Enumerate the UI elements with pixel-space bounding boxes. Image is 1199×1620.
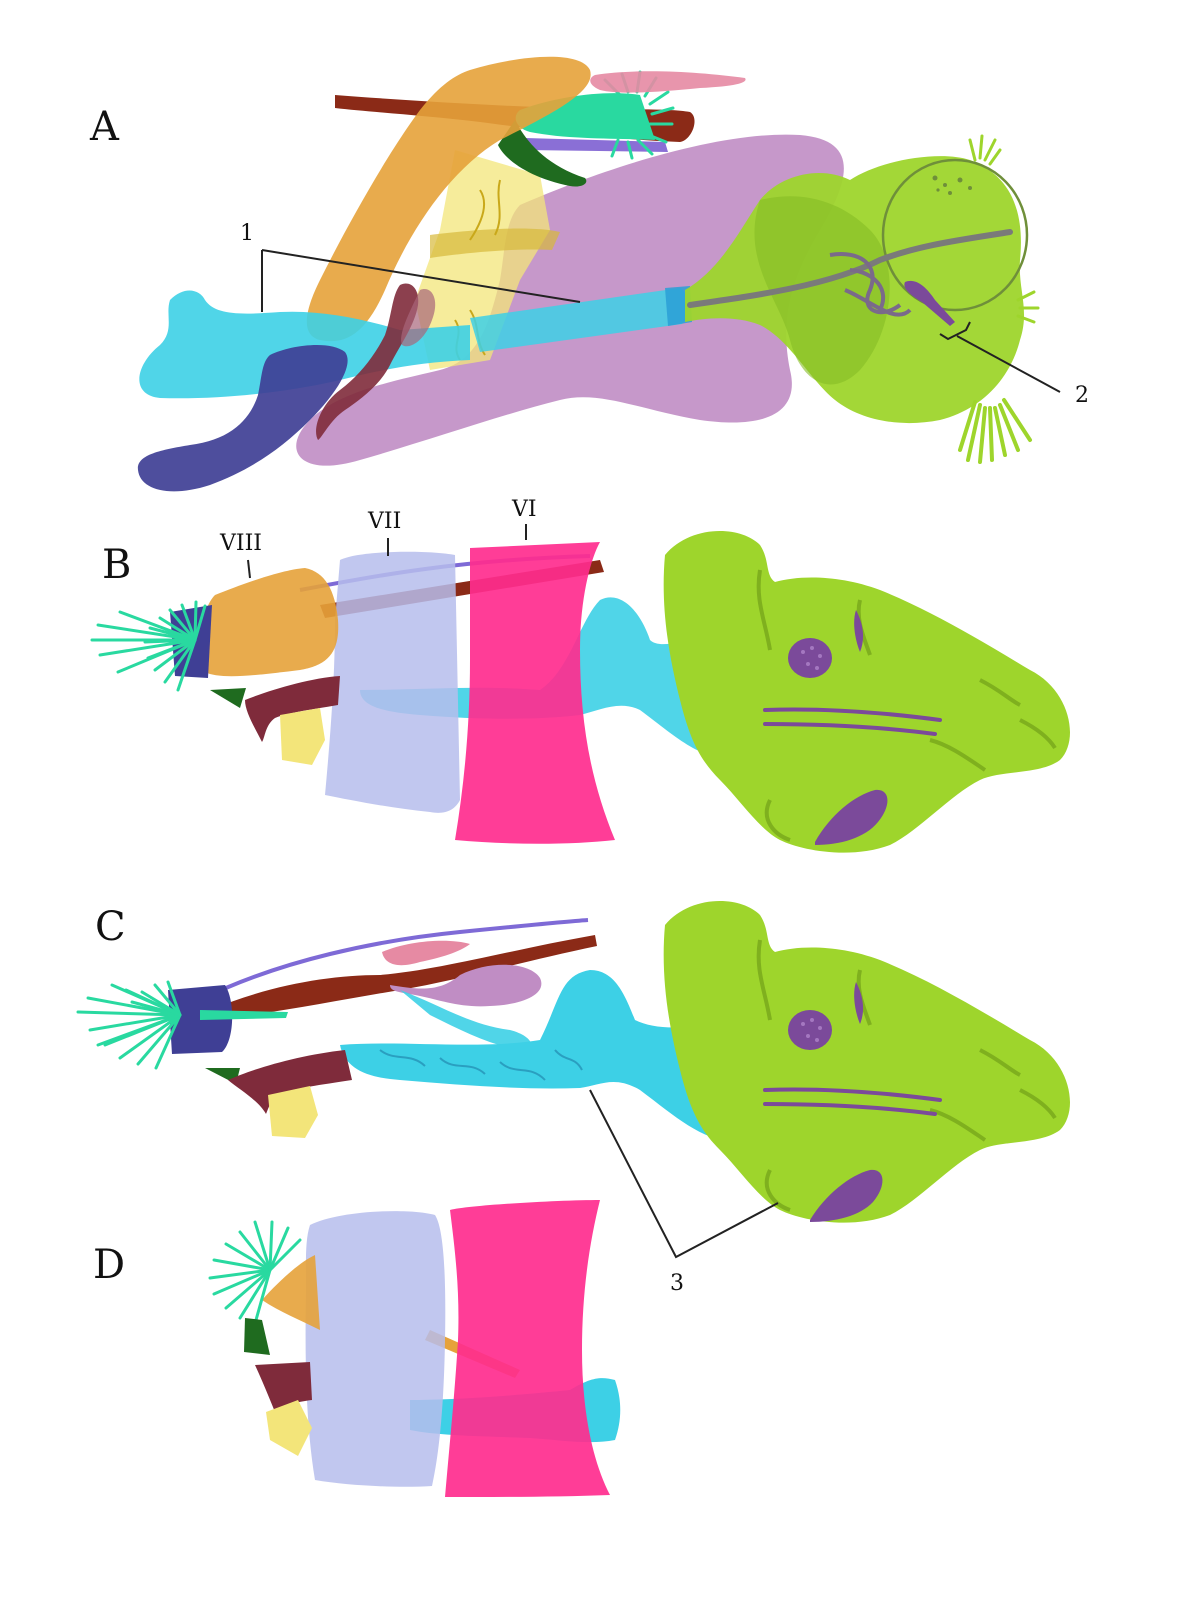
pink-lobe-a [590, 71, 746, 93]
yellow-piece-d [266, 1400, 312, 1456]
segment-viii-b [201, 568, 339, 677]
yellow-region-a [415, 150, 550, 370]
dark-green-piece-d [244, 1318, 270, 1355]
cyan-branches-c [400, 990, 531, 1050]
callout-leader-1 [261, 249, 581, 312]
callout-label-3: 3 [670, 1271, 684, 1296]
purple-gland-c [788, 1010, 832, 1050]
panel-b: B [90, 497, 1070, 853]
callout-label-1: 1 [240, 221, 254, 246]
dark-green-piece-b [210, 688, 246, 708]
brown-tube-c [210, 935, 597, 1020]
segment-label-viii: VIII [219, 531, 262, 556]
maroon-lobe-light-a [401, 289, 436, 347]
panel-c: C [76, 901, 1070, 1296]
pink-lobe-c [382, 940, 470, 966]
purple-line-c [199, 918, 589, 1002]
orange-cone-d [262, 1255, 320, 1330]
purple-blob-c [810, 1169, 883, 1222]
mint-tuft-c [76, 980, 182, 1070]
lime-ring-a [881, 158, 1029, 312]
gray-coil-a [829, 252, 912, 317]
yellow-veins-a [454, 179, 501, 361]
lime-tuft-right-a [1016, 290, 1040, 324]
panel-label-a: A [89, 104, 120, 150]
segment-vi-b [455, 542, 615, 844]
purple-fang-b [854, 610, 864, 652]
cyan-folds-c [379, 1049, 583, 1081]
yellow-piece-b [280, 708, 325, 765]
maroon-piece-b [245, 676, 340, 742]
mint-tuft-d [208, 1220, 302, 1322]
purple-spine-a [904, 280, 955, 326]
purple-gland-b [788, 638, 832, 678]
lime-tuft-bottom-a [958, 398, 1032, 464]
mint-tuft-b [90, 600, 207, 692]
lime-organ-b [663, 531, 1070, 853]
yellow-band-a [430, 228, 560, 258]
lime-tuft-top-a [968, 134, 1002, 166]
purple-blob-b [815, 789, 888, 845]
dark-green-hook-a [498, 120, 587, 187]
callout-leader-3 [589, 1089, 779, 1259]
purple-stripes-c [763, 1087, 942, 1116]
maroon-piece-d [255, 1362, 312, 1412]
panel-label-b: B [102, 542, 131, 588]
lime-organ-c [663, 901, 1070, 1223]
maroon-lobe-a [316, 283, 419, 440]
maroon-piece-c [228, 1050, 352, 1114]
yellow-piece-c [268, 1086, 318, 1138]
panel-d: D [93, 1200, 621, 1497]
panel-label-d: D [93, 1242, 125, 1288]
orange-bar-a [306, 56, 591, 342]
segment-tick-viii [247, 559, 251, 579]
callout-label-2: 2 [1075, 383, 1089, 408]
lime-dots-a [932, 175, 972, 195]
segment-vi-d [445, 1200, 610, 1497]
purple-fang-c [854, 982, 864, 1024]
segment-label-vii: VII [367, 509, 401, 534]
gray-duct-a [687, 229, 1013, 308]
segment-vii-b [325, 551, 460, 813]
panel-a: A [89, 56, 1089, 492]
cyan-duct-a [470, 288, 688, 352]
lime-organ-shade-a [754, 196, 890, 385]
panel-label-c: C [95, 904, 126, 950]
mint-strip-c [200, 1010, 288, 1020]
segment-label-vi: VI [511, 497, 537, 522]
cyan-duct-b [360, 597, 740, 760]
gland-dots-b [801, 646, 822, 670]
cyan-duct-c [340, 970, 745, 1145]
purple-strip-a [525, 138, 668, 152]
callout-bracket-2 [939, 321, 1061, 393]
navy-lobe-a [137, 344, 348, 492]
gland-dots-c [801, 1018, 822, 1042]
mauve-lobe-c [390, 964, 542, 1007]
segment-vii-d [305, 1211, 446, 1487]
purple-stripes-b [763, 707, 942, 736]
cyan-organ-a [139, 290, 470, 399]
